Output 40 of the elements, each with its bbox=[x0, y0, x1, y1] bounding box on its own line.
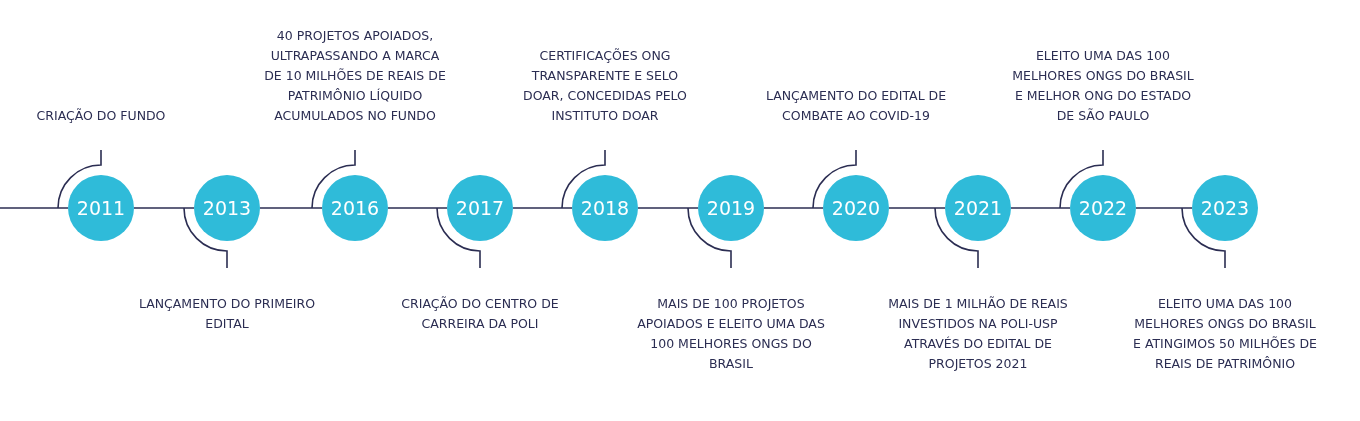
leader-line bbox=[687, 207, 732, 269]
timeline-line bbox=[1135, 207, 1193, 209]
year-circle: 2018 bbox=[572, 175, 638, 241]
leader-line bbox=[812, 149, 857, 209]
timeline-line bbox=[763, 207, 824, 209]
year-circle: 2022 bbox=[1070, 175, 1136, 241]
timeline-line bbox=[1010, 207, 1071, 209]
milestone-text: LANÇAMENTO DO EDITAL DE COMBATE AO COVID-19 bbox=[761, 86, 951, 126]
milestone-text: CRIAÇÃO DO FUNDO bbox=[6, 106, 196, 126]
year-circle: 2013 bbox=[194, 175, 260, 241]
timeline-line bbox=[512, 207, 573, 209]
year-circle: 2017 bbox=[447, 175, 513, 241]
timeline-line bbox=[637, 207, 699, 209]
timeline-line bbox=[0, 207, 69, 209]
year-circle: 2011 bbox=[68, 175, 134, 241]
year-circle: 2016 bbox=[322, 175, 388, 241]
milestone-text: 40 PROJETOS APOIADOS, ULTRAPASSANDO A MARCA DE 10 MILHÕES DE REAIS DE PATRIMÔNIO LÍQUIDO ACUMULADOS NO FUNDO bbox=[260, 26, 450, 126]
milestone-text: ELEITO UMA DAS 100 MELHORES ONGS DO BRASIL E ATINGIMOS 50 MILHÕES DE REAIS DE PATRIMÔNIO bbox=[1130, 294, 1320, 374]
milestone-text: CRIAÇÃO DO CENTRO DE CARREIRA DA POLI bbox=[385, 294, 575, 334]
leader-line bbox=[183, 207, 228, 269]
leader-line bbox=[561, 149, 606, 209]
year-circle: 2020 bbox=[823, 175, 889, 241]
timeline-line bbox=[888, 207, 946, 209]
year-circle: 2019 bbox=[698, 175, 764, 241]
timeline-line bbox=[387, 207, 448, 209]
timeline-line bbox=[259, 207, 323, 209]
milestone-text: MAIS DE 100 PROJETOS APOIADOS E ELEITO UMA DAS 100 MELHORES ONGS DO BRASIL bbox=[636, 294, 826, 374]
leader-line bbox=[1181, 207, 1226, 269]
leader-line bbox=[1059, 149, 1104, 209]
year-circle: 2023 bbox=[1192, 175, 1258, 241]
leader-line bbox=[57, 149, 102, 209]
milestone-text: ELEITO UMA DAS 100 MELHORES ONGS DO BRASIL E MELHOR ONG DO ESTADO DE SÃO PAULO bbox=[1008, 46, 1198, 126]
milestone-text: MAIS DE 1 MILHÃO DE REAIS INVESTIDOS NA POLI-USP ATRAVÉS DO EDITAL DE PROJETOS 2021 bbox=[883, 294, 1073, 374]
leader-line bbox=[934, 207, 979, 269]
leader-line bbox=[311, 149, 356, 209]
milestone-text: CERTIFICAÇÕES ONG TRANSPARENTE E SELO DOAR, CONCEDIDAS PELO INSTITUTO DOAR bbox=[510, 46, 700, 126]
timeline-line bbox=[133, 207, 195, 209]
leader-line bbox=[436, 207, 481, 269]
milestone-text: LANÇAMENTO DO PRIMEIRO EDITAL bbox=[132, 294, 322, 334]
year-circle: 2021 bbox=[945, 175, 1011, 241]
